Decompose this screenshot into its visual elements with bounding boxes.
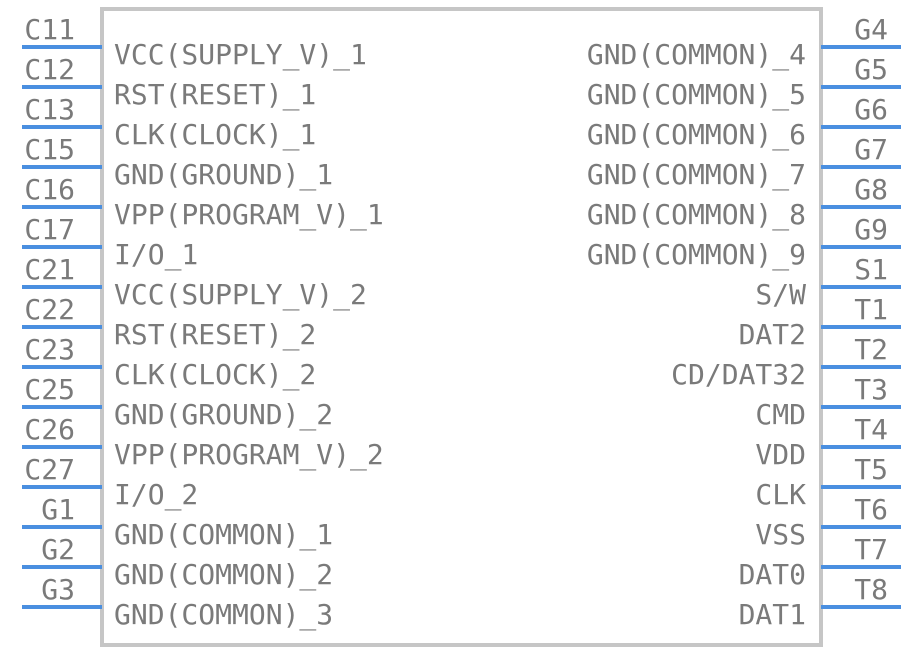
pin-name-left: RST(RESET)_1 xyxy=(114,78,316,112)
pin-name-right: CLK xyxy=(755,478,806,511)
pin-name-left: GND(COMMON)_2 xyxy=(114,558,333,592)
pin-number-right: T4 xyxy=(854,413,888,446)
pin-name-right: S/W xyxy=(755,278,806,311)
pin-name-right: DAT0 xyxy=(739,558,806,591)
pin-name-right: GND(COMMON)_7 xyxy=(587,158,806,192)
pin-number-left: C22 xyxy=(24,293,75,326)
pin-number-right: G9 xyxy=(854,213,888,246)
pin-name-left: VPP(PROGRAM_V)_1 xyxy=(114,198,384,232)
pin-name-right: GND(COMMON)_8 xyxy=(587,198,806,232)
pin-number-left: C17 xyxy=(24,213,75,246)
pin-number-right: T6 xyxy=(854,493,888,526)
pin-number-left: C13 xyxy=(24,93,75,126)
pin-name-right: GND(COMMON)_6 xyxy=(587,118,806,152)
pin-name-right: CD/DAT32 xyxy=(671,358,806,391)
pin-name-right: DAT2 xyxy=(739,318,806,351)
pin-name-right: DAT1 xyxy=(739,598,806,631)
pin-name-left: GND(COMMON)_3 xyxy=(114,598,333,632)
pin-number-right: T8 xyxy=(854,573,888,606)
pin-number-left: C26 xyxy=(24,413,75,446)
pin-name-left: I/O_2 xyxy=(114,478,198,512)
pin-number-right: T7 xyxy=(854,533,888,566)
pin-name-left: I/O_1 xyxy=(114,238,198,272)
pin-number-right: G5 xyxy=(854,53,888,86)
pin-number-left: C27 xyxy=(24,453,75,486)
pin-number-right: G4 xyxy=(854,13,888,46)
pin-number-right: S1 xyxy=(854,253,888,286)
pin-name-left: GND(COMMON)_1 xyxy=(114,518,333,552)
pin-name-right: CMD xyxy=(755,398,806,431)
pin-number-right: T1 xyxy=(854,293,888,326)
pin-number-left: G3 xyxy=(41,573,75,606)
pin-number-left: G1 xyxy=(41,493,75,526)
pin-name-left: VCC(SUPPLY_V)_1 xyxy=(114,38,367,72)
component-body xyxy=(100,7,823,647)
pin-number-right: T5 xyxy=(854,453,888,486)
pin-name-left: VPP(PROGRAM_V)_2 xyxy=(114,438,384,472)
pin-number-left: C11 xyxy=(24,13,75,46)
pin-name-right: VSS xyxy=(755,518,806,551)
pin-name-right: GND(COMMON)_4 xyxy=(587,38,806,72)
pin-name-left: VCC(SUPPLY_V)_2 xyxy=(114,278,367,312)
pin-number-left: C25 xyxy=(24,373,75,406)
pin-name-left: GND(GROUND)_2 xyxy=(114,398,333,432)
pin-number-left: C15 xyxy=(24,133,75,166)
pin-name-left: CLK(CLOCK)_2 xyxy=(114,358,316,392)
pin-number-right: T3 xyxy=(854,373,888,406)
pin-number-right: G8 xyxy=(854,173,888,206)
pin-number-right: G7 xyxy=(854,133,888,166)
pin-number-left: C16 xyxy=(24,173,75,206)
pin-number-left: C23 xyxy=(24,333,75,366)
pin-number-left: C12 xyxy=(24,53,75,86)
pin-number-left: C21 xyxy=(24,253,75,286)
pin-number-left: G2 xyxy=(41,533,75,566)
pin-name-right: GND(COMMON)_5 xyxy=(587,78,806,112)
pin-name-right: GND(COMMON)_9 xyxy=(587,238,806,272)
pin-name-left: GND(GROUND)_1 xyxy=(114,158,333,192)
pin-number-right: G6 xyxy=(854,93,888,126)
pin-number-right: T2 xyxy=(854,333,888,366)
pin-name-right: VDD xyxy=(755,438,806,471)
pin-name-left: CLK(CLOCK)_1 xyxy=(114,118,316,152)
pin-name-left: RST(RESET)_2 xyxy=(114,318,316,352)
